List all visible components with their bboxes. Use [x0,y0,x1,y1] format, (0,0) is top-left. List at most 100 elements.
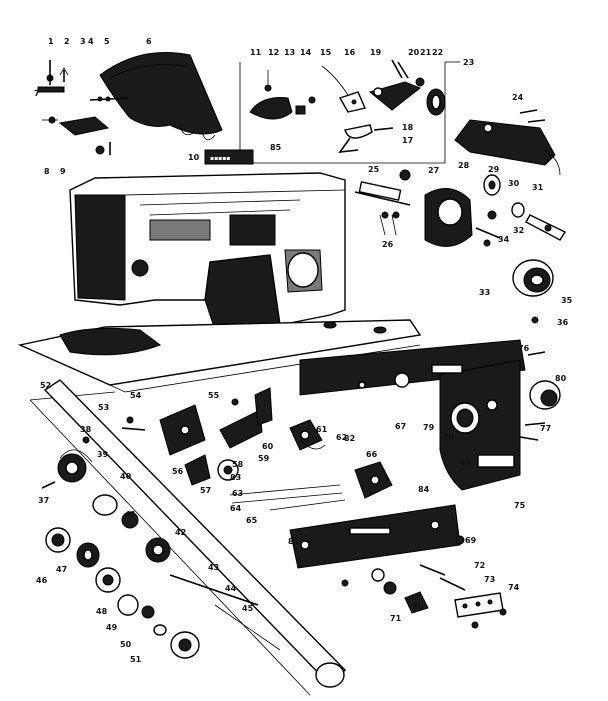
tension-lever [344,124,373,139]
callout-64: 64 [230,504,242,513]
bed-plate [17,319,422,393]
callout-70: 70 [412,603,424,612]
svg-text:▪▪▪▪▪: ▪▪▪▪▪ [210,155,230,162]
callout-83: 83 [230,473,241,482]
face-plate [454,119,556,166]
callout-18: 18 [402,123,414,132]
callout-71: 71 [390,614,402,623]
main-shaft [354,191,411,206]
callout-10: 10 [188,153,200,162]
callout-43: 43 [208,563,219,572]
callout-13: 13 [284,48,295,57]
callout-8: 8 [44,167,50,176]
bottom-plate-group [289,504,507,629]
callout-45: 45 [242,604,254,613]
callout-1: 1 [48,37,54,46]
callout-35: 35 [561,296,573,305]
callout-21: 21 [420,48,432,57]
callout-24: 24 [512,93,524,102]
callout-42: 42 [175,528,186,537]
handwheel-group [354,169,567,324]
callout-17: 17 [402,136,413,145]
callout-6: 6 [146,37,152,46]
callout-2: 2 [64,37,70,46]
hinge-bracket-upper [37,86,65,93]
callout-85: 85 [270,143,282,152]
callout-31: 31 [532,183,544,192]
callout-9: 9 [60,167,66,176]
lower-shaft-group [29,379,346,696]
machine-arm-body [69,172,346,331]
callout-41: 41 [125,510,137,519]
callout-73: 73 [484,575,495,584]
callout-69: 69 [465,536,477,545]
callout-68: 68 [460,458,472,467]
callout-61: 61 [316,425,328,434]
callout-58: 58 [232,460,244,469]
callout-49: 49 [106,623,118,632]
callout-26: 26 [382,240,394,249]
callout-12: 12 [268,48,279,57]
callout-63: 63 [232,489,243,498]
callout-29: 29 [488,165,500,174]
callout-16: 16 [344,48,356,57]
callout-51: 51 [130,655,142,664]
callout-60: 60 [262,442,274,451]
callout-14: 14 [300,48,312,57]
callout-80: 80 [555,374,567,383]
callout-40: 40 [120,472,132,481]
callout-79: 79 [423,423,435,432]
callout-3: 3 [80,37,86,46]
thread-guard-plate [249,97,293,120]
callout-55: 55 [208,391,220,400]
hinge-bracket-lower [58,116,110,136]
callout-78: 78 [443,433,455,442]
bottom-mounting-plate [289,504,461,569]
callout-22: 22 [432,48,443,57]
callout-59: 59 [258,454,270,463]
thread-take-up [368,81,421,111]
callout-20: 20 [408,48,420,57]
callout-19: 19 [370,48,382,57]
bobbin-opening [287,252,319,288]
callout-32: 32 [513,226,524,235]
callout-46: 46 [36,576,48,585]
callout-4: 4 [88,37,94,46]
callout-33: 33 [479,288,490,297]
callout-72: 72 [474,561,485,570]
callout-27: 27 [428,166,439,175]
face-plate-group [454,109,561,176]
top-cover [99,52,223,135]
callout-7: 7 [34,89,40,98]
callout-36: 36 [557,318,569,327]
callout-74: 74 [508,583,520,592]
callout-76: 76 [518,344,530,353]
callout-34: 34 [498,235,510,244]
callout-38: 38 [80,425,92,434]
callout-67: 67 [395,422,406,431]
dial-panel-plate [299,339,526,396]
callout-82: 82 [344,434,355,443]
callout-50: 50 [120,640,132,649]
name-label-plate [204,149,254,165]
front-dial-panel [299,339,561,491]
callout-47: 47 [56,565,67,574]
callout-56: 56 [172,467,184,476]
callout-23: 23 [463,58,474,67]
callout-39: 39 [97,450,109,459]
lower-shaft-tube [43,379,346,686]
callout-84: 84 [418,485,430,494]
presser-parts-group [239,59,460,164]
callout-81: 81 [288,537,300,546]
callout-75: 75 [514,501,526,510]
callout-54: 54 [130,391,142,400]
callout-65: 65 [246,516,258,525]
callout-44: 44 [225,584,237,593]
callout-62: 62 [336,433,347,442]
callout-30: 30 [508,179,520,188]
callout-15: 15 [320,48,332,57]
linkage-group [121,387,393,511]
callout-48: 48 [96,607,108,616]
